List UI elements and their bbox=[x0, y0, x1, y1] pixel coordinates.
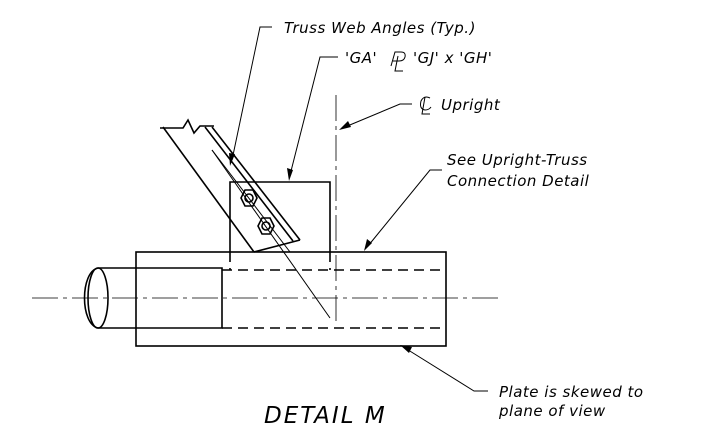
leader-upright bbox=[339, 103, 412, 130]
small-pipe bbox=[83, 267, 223, 329]
label-upright: Upright bbox=[441, 96, 501, 114]
label-connection-detail-2: Connection Detail bbox=[447, 172, 590, 190]
label-plate-note-2: plane of view bbox=[498, 402, 606, 420]
truss-web-angle bbox=[160, 118, 331, 319]
bolt-icon bbox=[257, 217, 275, 235]
leader-connection-detail bbox=[364, 169, 442, 251]
leader-plate-note bbox=[400, 345, 488, 392]
label-plate-size-b: 'GJ' x 'GH' bbox=[413, 49, 492, 67]
centerline-symbol-icon bbox=[420, 96, 432, 115]
label-plate-size-a: 'GA' bbox=[345, 49, 377, 67]
gusset-plate bbox=[229, 181, 331, 270]
plate-symbol-icon bbox=[390, 51, 406, 72]
bolt-icon bbox=[240, 189, 258, 207]
detail-title: DETAIL M bbox=[264, 403, 387, 429]
chord-tube bbox=[135, 251, 447, 347]
leader-plate-size bbox=[287, 56, 338, 181]
label-truss-web-angles: Truss Web Angles (Typ.) bbox=[284, 19, 476, 37]
label-plate-note-1: Plate is skewed to bbox=[499, 383, 644, 401]
leader-truss-web-angles bbox=[229, 26, 272, 166]
label-connection-detail-1: See Upright-Truss bbox=[447, 151, 588, 169]
